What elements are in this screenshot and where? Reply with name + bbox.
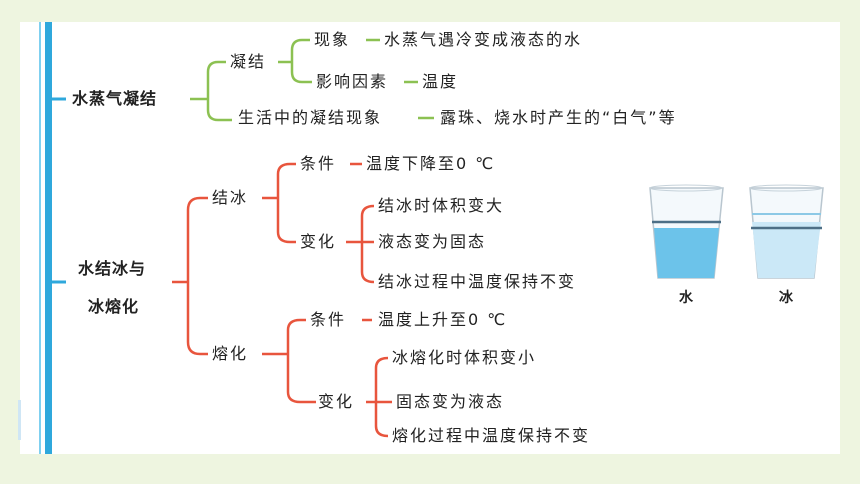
green-bracket-root: [190, 60, 232, 122]
branch-melt: 熔化: [212, 344, 249, 363]
freeze-condition-value: 温度下降至0 ℃: [366, 154, 496, 173]
red-bracket-root: [172, 196, 208, 356]
branch-freeze: 结冰: [212, 188, 249, 207]
spine-thin-line: [39, 22, 41, 454]
red-bracket-melt: [262, 318, 392, 438]
freeze-condition-label: 条件: [300, 154, 337, 173]
factor-value: 温度: [422, 72, 459, 91]
root-freeze-melt-line1: 水结冰与: [78, 256, 147, 282]
phenomenon-value: 水蒸气遇冷变成液态的水: [384, 30, 583, 49]
freeze-change-label: 变化: [300, 232, 337, 251]
melt-change-1: 冰熔化时体积变小: [392, 348, 537, 367]
ice-cup: [749, 184, 824, 279]
melt-change-label: 变化: [318, 392, 355, 411]
melt-change-2: 固态变为液态: [396, 392, 505, 411]
freeze-change-1: 结冰时体积变大: [378, 196, 505, 215]
factor-label: 影响因素: [316, 72, 389, 91]
freeze-change-3: 结冰过程中温度保持不变: [378, 272, 577, 291]
root-condensation: 水蒸气凝结: [72, 86, 158, 112]
root-freeze-melt-line2: 冰熔化: [88, 294, 140, 320]
phenomenon-label: 现象: [314, 30, 351, 49]
water-cup: [649, 184, 724, 279]
melt-change-3: 熔化过程中温度保持不变: [392, 426, 591, 445]
melt-condition-value: 温度上升至0 ℃: [378, 310, 508, 329]
red-bracket-freeze: [262, 162, 375, 284]
melt-condition-label: 条件: [310, 310, 347, 329]
water-cup-label: 水: [679, 290, 693, 306]
edge-mark: [18, 400, 21, 440]
life-label: 生活中的凝结现象: [238, 108, 383, 127]
life-value: 露珠、烧水时产生的“白气”等: [440, 108, 677, 127]
branch-condense: 凝结: [230, 52, 267, 71]
green-bracket-condense: [278, 38, 434, 120]
ice-cup-label: 冰: [779, 290, 793, 306]
freeze-change-2: 液态变为固态: [378, 232, 487, 251]
spine-bar: [45, 22, 52, 454]
